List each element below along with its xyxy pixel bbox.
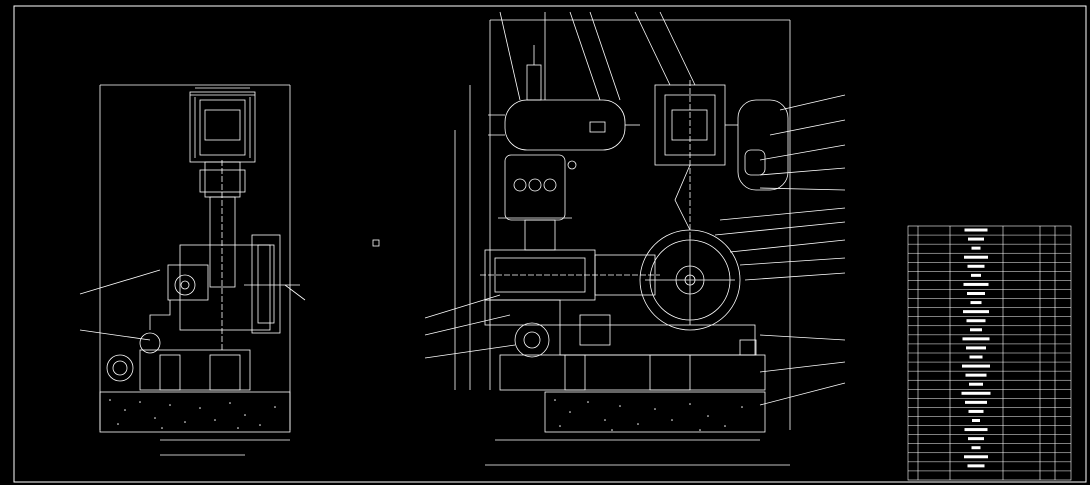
table-cell-mark bbox=[968, 237, 984, 241]
table-cell-mark bbox=[969, 355, 983, 359]
table-cell-mark bbox=[968, 409, 984, 413]
table-cell-mark bbox=[967, 464, 985, 468]
table-cell-mark bbox=[962, 337, 990, 341]
table-cell-mark bbox=[972, 419, 980, 422]
table-cell-mark bbox=[962, 364, 990, 368]
table-cell-mark bbox=[971, 246, 981, 250]
front-elevation-view bbox=[424, 11, 846, 466]
table-cell-mark bbox=[964, 228, 988, 232]
table-cell-mark bbox=[965, 373, 987, 377]
table-cell-mark bbox=[964, 455, 988, 459]
table-cell-mark bbox=[963, 282, 989, 286]
side-elevation-view bbox=[79, 84, 306, 456]
table-cell-mark bbox=[970, 301, 982, 305]
table-cell-mark bbox=[969, 382, 983, 386]
table-cell-mark bbox=[967, 292, 985, 295]
foundation-hatch-right bbox=[554, 399, 743, 431]
table-cell-mark bbox=[971, 446, 981, 450]
foundation-hatch-left bbox=[109, 399, 276, 429]
table-cell-mark bbox=[966, 319, 986, 323]
table-cell-mark bbox=[970, 328, 982, 332]
table-cell-mark bbox=[963, 310, 989, 314]
table-cell-mark bbox=[964, 255, 988, 259]
table-cell-mark bbox=[968, 437, 984, 441]
table-cell-mark bbox=[964, 428, 988, 432]
parts-table-rows bbox=[908, 228, 1071, 472]
table-cell-mark bbox=[965, 400, 987, 404]
reference-marker bbox=[372, 239, 380, 247]
table-cell-mark bbox=[967, 264, 985, 268]
drawing-frame bbox=[13, 5, 1087, 483]
table-cell-mark bbox=[961, 391, 991, 395]
table-cell-mark bbox=[966, 346, 986, 350]
table-cell-mark bbox=[971, 273, 981, 277]
